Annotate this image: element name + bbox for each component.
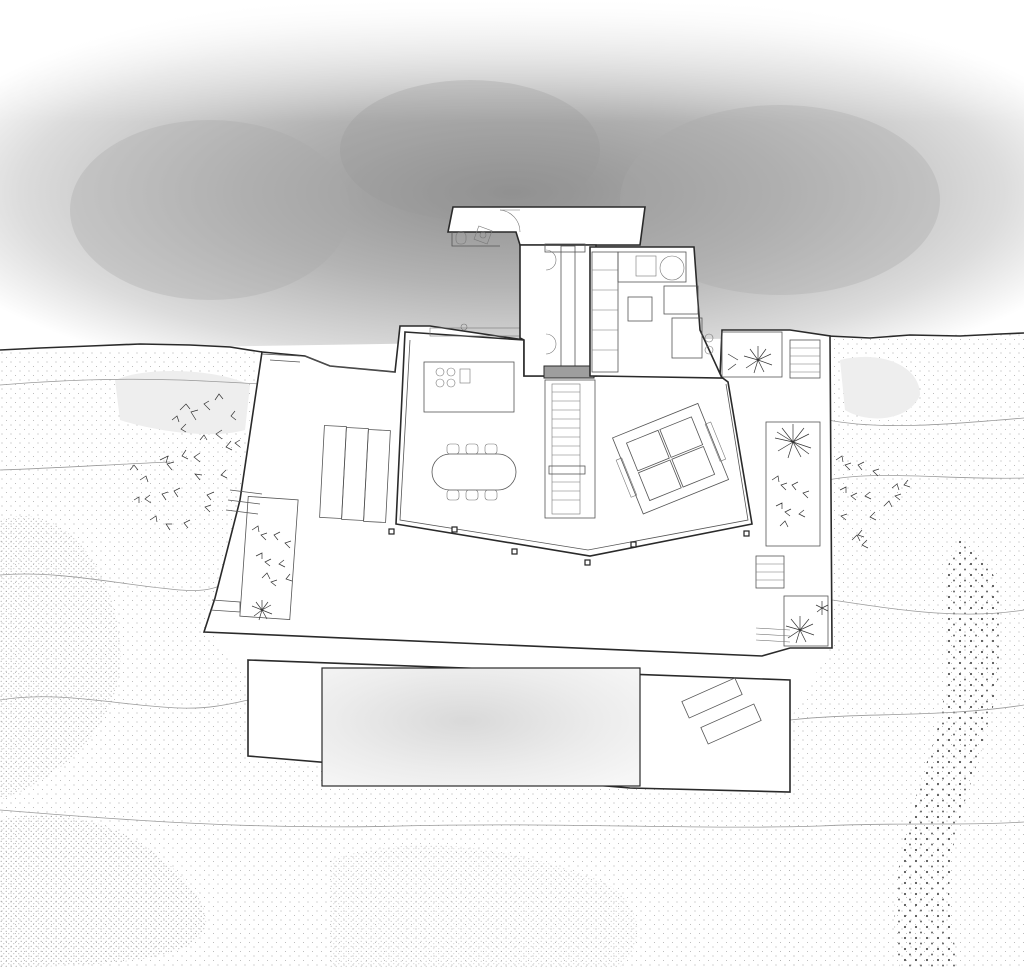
structural-beam	[543, 365, 595, 379]
shrub-east-planter	[771, 475, 810, 528]
stair	[544, 379, 596, 519]
east-steps	[721, 331, 829, 647]
vegetation	[129, 346, 911, 644]
palm-small-east	[815, 601, 829, 615]
palm-west	[251, 600, 273, 621]
stipple-dense-west	[0, 516, 121, 800]
stipple-coarse-east	[894, 540, 1003, 967]
dining-chairs	[446, 443, 498, 501]
kitchen-island	[423, 361, 515, 413]
pool	[321, 667, 641, 787]
sun-loungers	[681, 677, 762, 745]
shrub-east	[835, 455, 911, 549]
stipple-dense-southwest	[0, 814, 207, 967]
palm-northeast	[727, 346, 773, 374]
rock-outcrop	[0, 0, 1024, 350]
west-planters	[209, 353, 396, 621]
lounge-set	[612, 402, 730, 515]
stipple-east	[780, 334, 1024, 967]
cliff-edge-line	[0, 343, 263, 353]
north-wing	[447, 206, 724, 379]
glazing-posts	[388, 526, 750, 566]
shrub-west	[129, 393, 241, 531]
palm-east	[774, 424, 812, 459]
palm-southeast	[785, 616, 815, 644]
stipple-west	[0, 352, 258, 967]
shrub-west-planter	[251, 525, 293, 587]
pool-terrace	[247, 659, 791, 793]
cliff-edge-line-east	[827, 332, 1024, 339]
stipple-dense-south	[330, 845, 638, 967]
outdoor-daybeds	[319, 425, 391, 523]
